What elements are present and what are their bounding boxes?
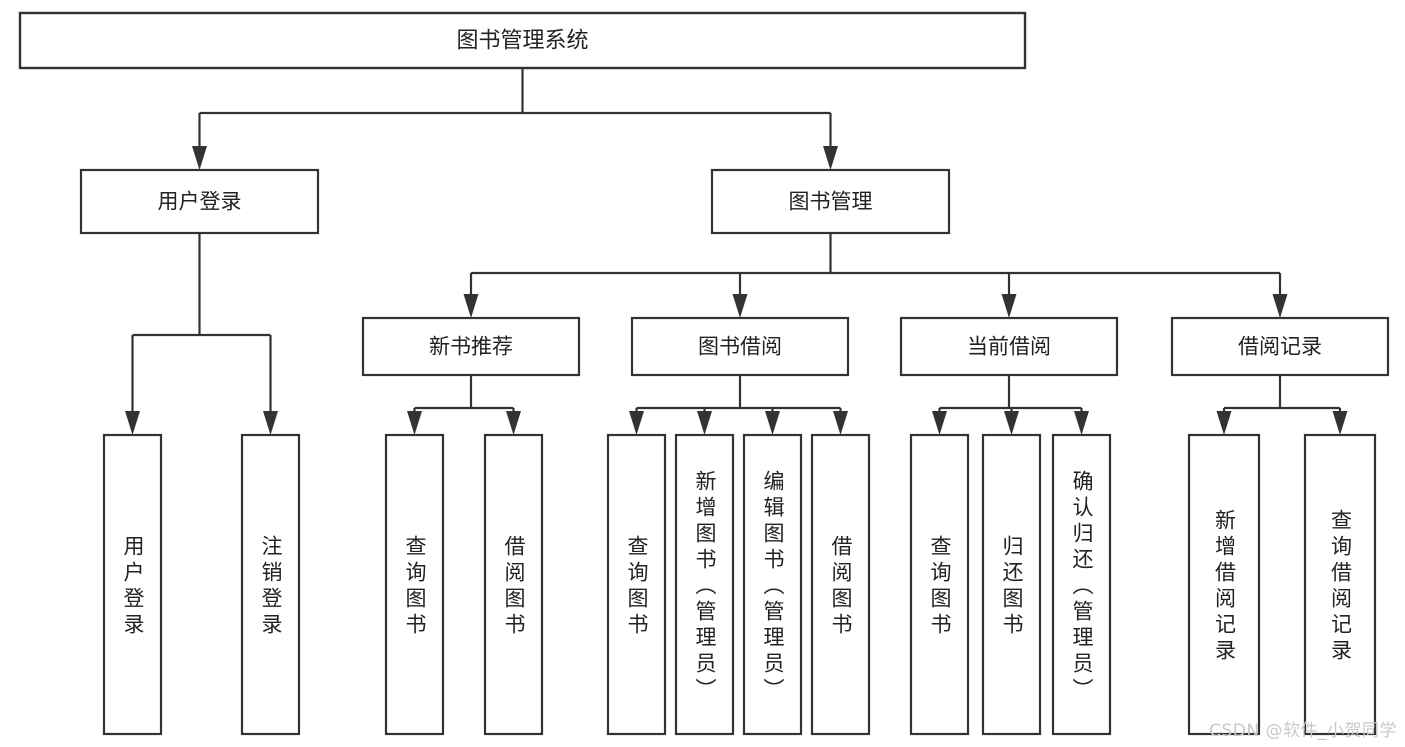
- node-box-leaf-user-login[interactable]: [102, 433, 163, 736]
- node-box-leaf-query-book-1[interactable]: [384, 433, 445, 736]
- arrow-head-icon-current-borrow: [1001, 294, 1017, 318]
- arrow-head-icon-book-manage: [823, 146, 838, 170]
- node-box-leaf-borrow-book-1[interactable]: [483, 433, 544, 736]
- arrow-head-icon-leaf-confirm-return: [1074, 411, 1089, 435]
- node-box-borrow-record[interactable]: [1170, 316, 1390, 377]
- node-label-book-borrow: 图书借阅: [698, 335, 782, 359]
- arrow-head-icon-user-login: [192, 146, 207, 170]
- arrow-head-icon-leaf-user-login: [125, 411, 140, 435]
- node-box-book-borrow[interactable]: [630, 316, 850, 377]
- node-box-leaf-add-record[interactable]: [1187, 433, 1261, 736]
- arrow-head-icon-leaf-add-book: [697, 411, 712, 435]
- arrow-head-icon-leaf-borrow-book-1: [506, 411, 521, 435]
- node-label-new-book-recommend: 新书推荐: [429, 335, 513, 359]
- arrow-head-icon-leaf-edit-book: [765, 411, 780, 435]
- node-box-leaf-add-book[interactable]: [674, 433, 735, 736]
- node-label-book-manage: 图书管理: [789, 190, 873, 214]
- node-box-root[interactable]: [18, 11, 1027, 70]
- node-label-user-login: 用户登录: [158, 190, 242, 214]
- node-box-leaf-edit-book[interactable]: [742, 433, 803, 736]
- node-box-book-manage[interactable]: [710, 168, 951, 235]
- arrow-head-icon-leaf-return-book: [1004, 411, 1019, 435]
- node-box-current-borrow[interactable]: [899, 316, 1119, 377]
- watermark-text: CSDN @软件_小贺同学: [1209, 721, 1397, 741]
- node-box-leaf-confirm-return[interactable]: [1051, 433, 1112, 736]
- node-label-root: 图书管理系统: [456, 29, 588, 54]
- node-label-current-borrow: 当前借阅: [967, 335, 1051, 359]
- node-box-leaf-return-book[interactable]: [981, 433, 1042, 736]
- arrow-head-icon-leaf-add-record: [1216, 411, 1232, 435]
- node-box-leaf-query-record[interactable]: [1303, 433, 1377, 736]
- node-label-borrow-record: 借阅记录: [1238, 335, 1322, 359]
- arrow-head-icon-leaf-query-book-1: [407, 411, 422, 435]
- arrow-head-icon-leaf-borrow-book-2: [833, 411, 848, 435]
- node-box-new-book-recommend[interactable]: [361, 316, 581, 377]
- arrow-head-icon-book-borrow: [732, 294, 748, 318]
- arrow-head-icon-leaf-query-record: [1332, 411, 1348, 435]
- arrow-head-icon-new-book-recommend: [463, 294, 479, 318]
- node-box-leaf-borrow-book-2[interactable]: [810, 433, 871, 736]
- boxes-layer: [18, 11, 1390, 736]
- node-box-leaf-query-book-2[interactable]: [606, 433, 667, 736]
- arrow-head-icon-leaf-user-logout: [263, 411, 278, 435]
- node-box-user-login[interactable]: [79, 168, 320, 235]
- node-box-leaf-query-book-3[interactable]: [909, 433, 970, 736]
- node-box-leaf-user-logout[interactable]: [240, 433, 301, 736]
- arrow-head-icon-borrow-record: [1272, 294, 1288, 318]
- arrow-head-icon-leaf-query-book-2: [629, 411, 644, 435]
- connectors-layer: [125, 68, 1348, 435]
- arrow-head-icon-leaf-query-book-3: [932, 411, 947, 435]
